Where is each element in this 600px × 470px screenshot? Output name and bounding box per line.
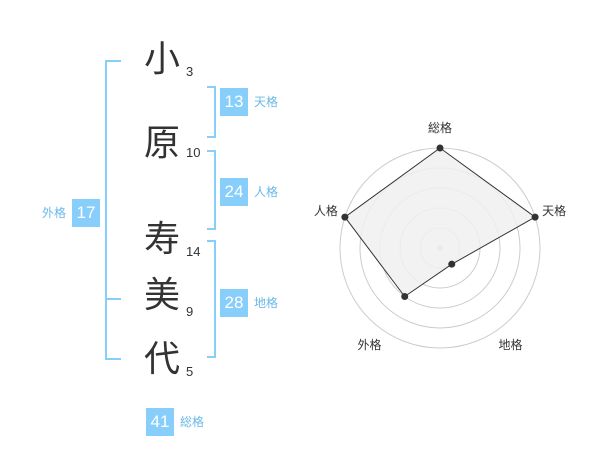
radar-point-3 (448, 260, 456, 268)
name-char-4: 美 (143, 275, 180, 316)
radar-axis-label-4: 外格 (357, 337, 381, 352)
tenkaku-value: 13 (220, 88, 248, 116)
stroke-count-1: 3 (186, 64, 194, 79)
radar-point-2 (531, 213, 539, 221)
radar-axis-label-5: 人格 (314, 203, 338, 218)
radar-points (341, 144, 539, 301)
jinkaku-value: 24 (220, 178, 248, 206)
soukaku-label: 総格 (180, 415, 205, 429)
name-char-3: 寿 (143, 219, 180, 260)
gaikaku-value: 17 (72, 199, 100, 227)
stroke-count-2: 10 (186, 145, 201, 160)
radar-point-5 (341, 213, 349, 221)
name-char-5: 代 (143, 339, 180, 380)
stroke-count-4: 9 (186, 304, 194, 319)
radar-axis-label-2: 天格 (542, 203, 566, 218)
stroke-count-5: 5 (186, 364, 194, 379)
name-char-2: 原 (143, 123, 180, 164)
radar-axis-label-1: 総格 (428, 120, 452, 135)
radar-point-1 (436, 144, 444, 152)
chikaku-value: 28 (220, 289, 248, 317)
jinkaku-label: 人格 (254, 185, 279, 199)
radar-area (344, 147, 537, 298)
soukaku-value: 41 (146, 408, 174, 436)
chikaku-label: 地格 (254, 296, 279, 310)
stroke-count-3: 14 (186, 244, 201, 259)
name-char-1: 小 (143, 39, 180, 80)
gaikaku-label: 外格 (42, 206, 67, 220)
radar-point-4 (401, 293, 409, 301)
radar-axis-label-3: 地格 (498, 337, 522, 352)
tenkaku-label: 天格 (254, 95, 279, 109)
